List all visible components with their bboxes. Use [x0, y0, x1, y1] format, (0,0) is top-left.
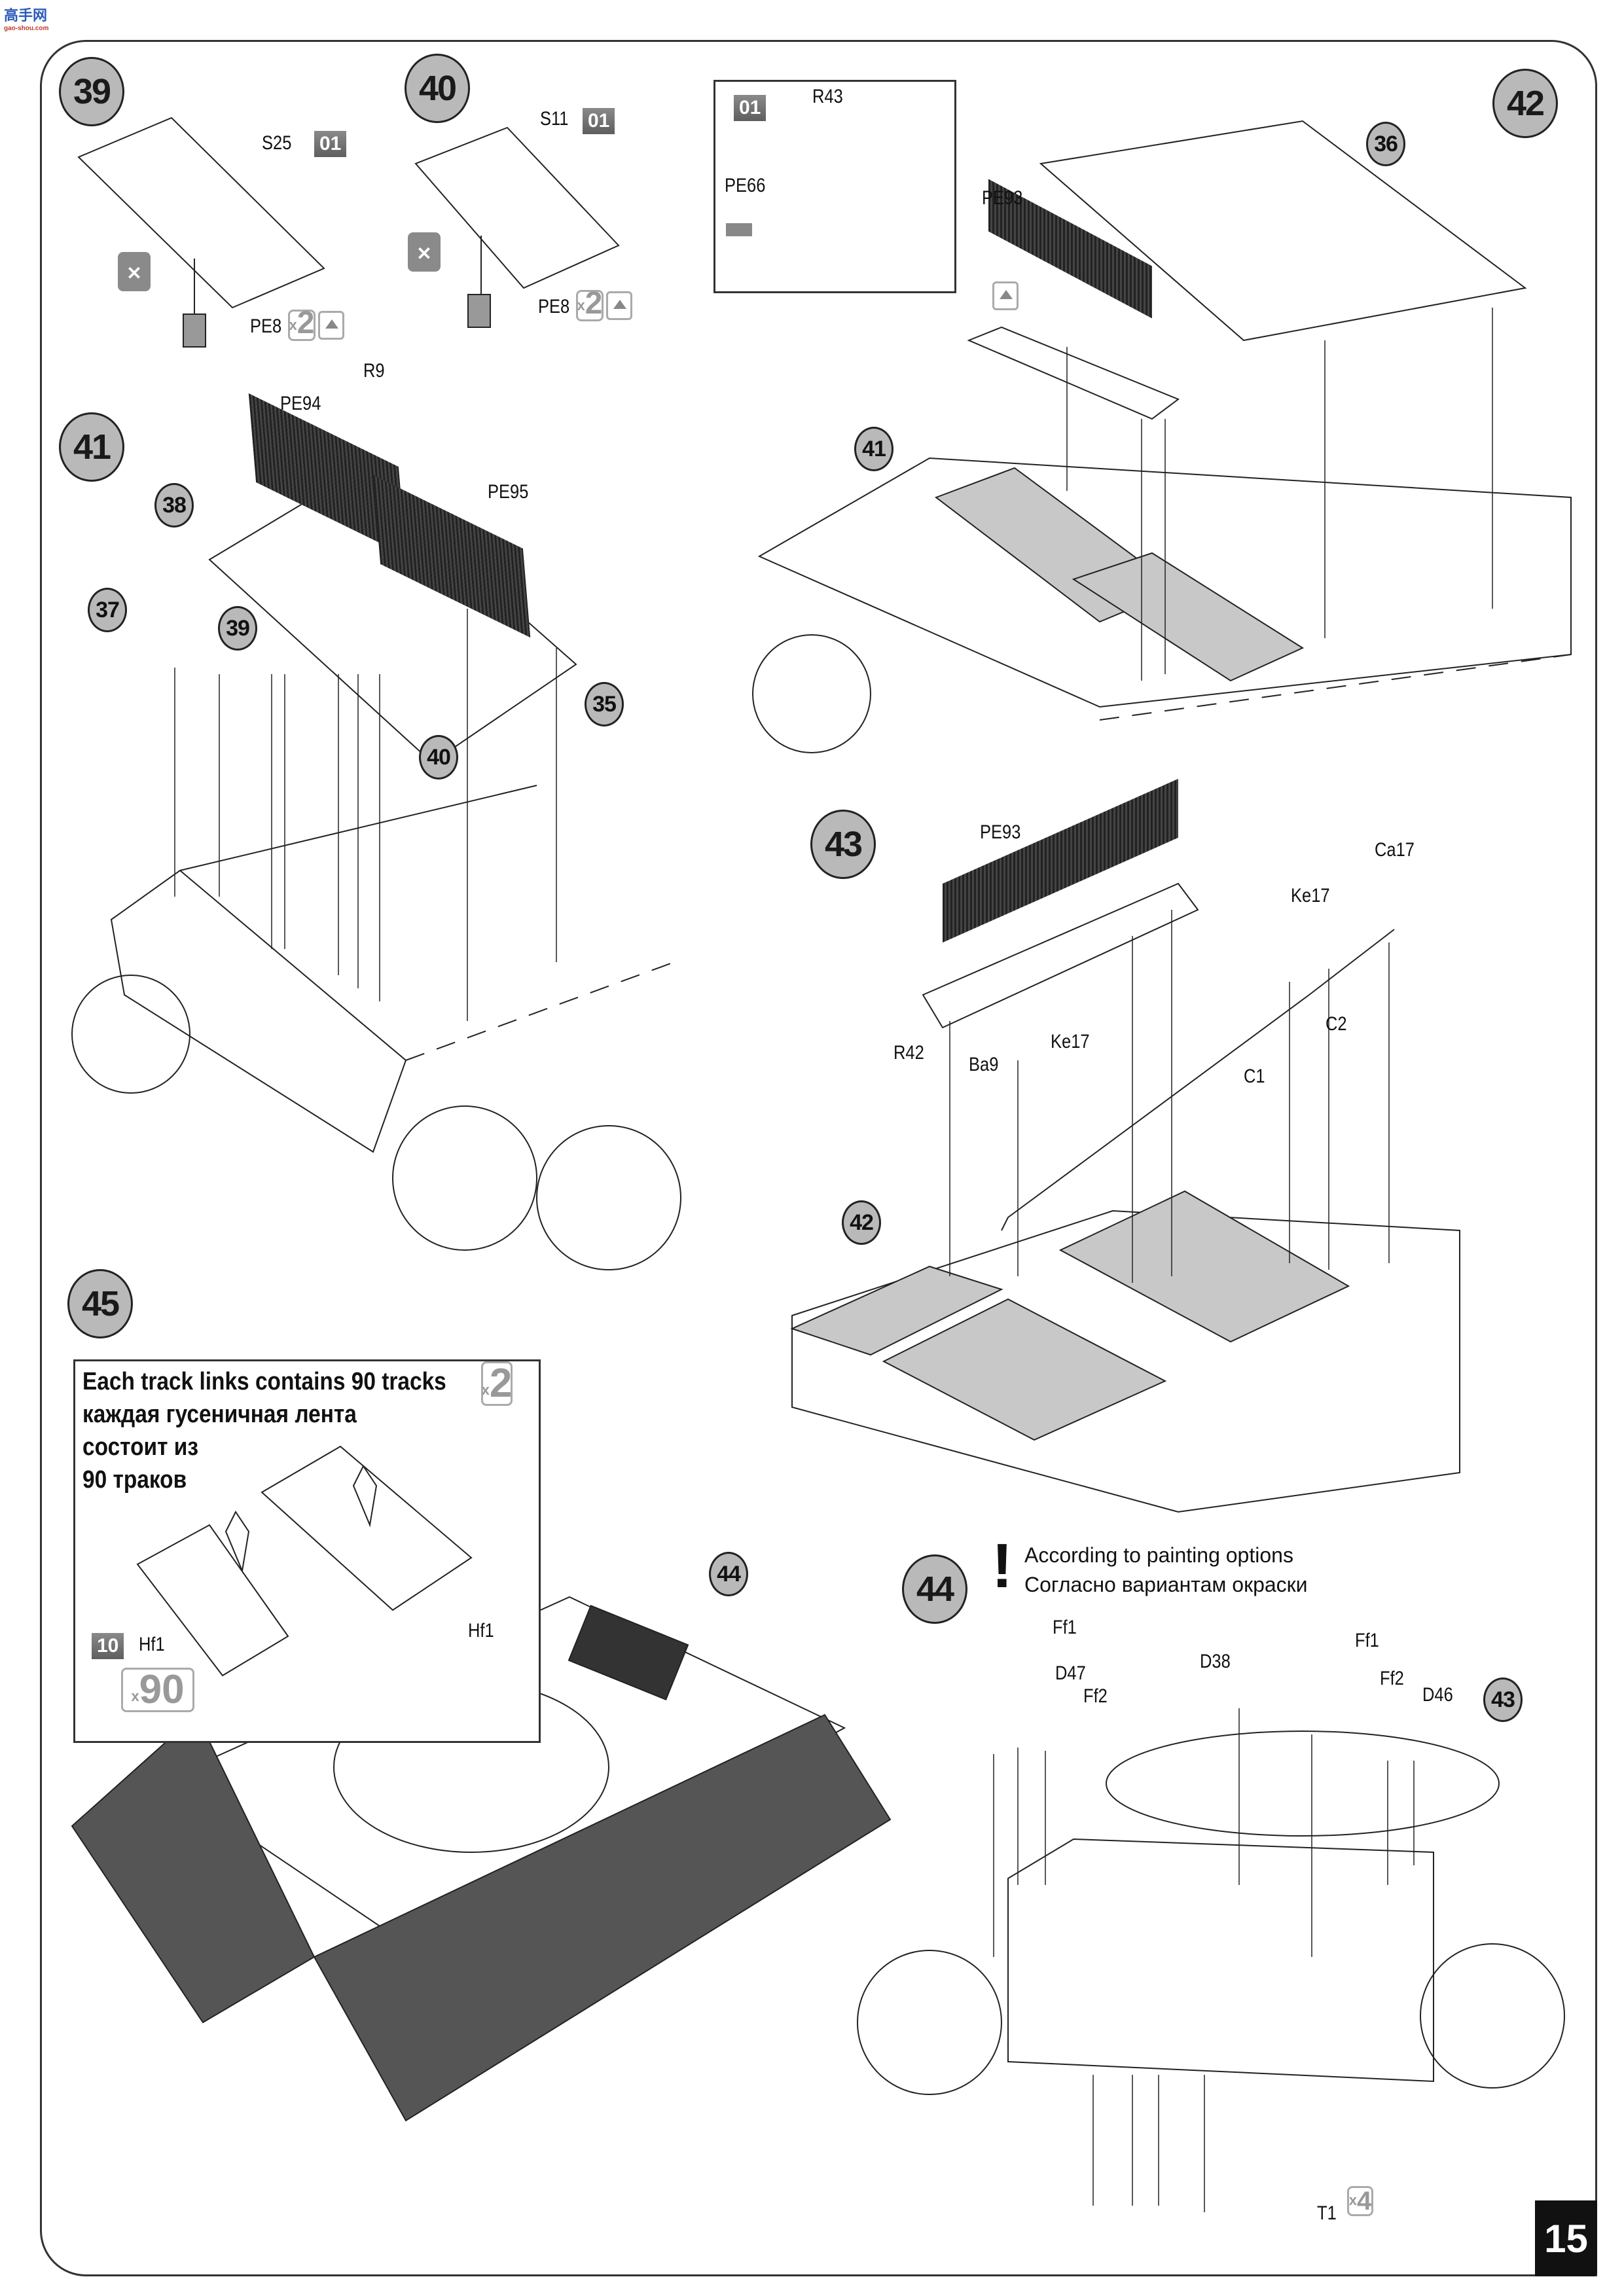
step-reference-badge: 40 [419, 735, 458, 780]
turret-ring-drawing [1106, 1731, 1500, 1837]
part-label-hf1: Hf1 [468, 1620, 494, 1641]
track-note-en: Each track links contains 90 tracks [82, 1368, 446, 1395]
hull-rear-drawing [1007, 1838, 1434, 2083]
pe66-part [726, 223, 752, 236]
track-note-ru-line3: 90 траков [82, 1466, 187, 1494]
hatch-panel-drawing [882, 1298, 1167, 1441]
step-number: 40 [405, 54, 470, 123]
page-frame [40, 40, 1597, 2276]
road-wheel-drawing [392, 1105, 537, 1251]
part-label-ke17: Ke17 [1051, 1031, 1090, 1052]
part-label-c1: C1 [1244, 1066, 1265, 1087]
part-label-s11: S11 [540, 108, 569, 130]
part-label-pe93: PE93 [980, 821, 1021, 843]
hatch-panel-drawing [790, 1265, 1003, 1356]
sprocket-drawing [752, 634, 871, 753]
part-label-pe94: PE94 [280, 393, 321, 414]
fold-up-icon [606, 291, 632, 320]
step-number: 44 [902, 1554, 967, 1624]
watermark-logo-text: 高手网 [4, 7, 48, 24]
idler-wheel-drawing [1420, 1943, 1565, 2089]
paint-code-badge: 01 [734, 95, 767, 121]
detail-inset: 01 R43 PE66 [713, 80, 956, 293]
part-s11-drawing [414, 126, 620, 289]
part-label-ff1: Ff1 [1053, 1617, 1077, 1638]
fold-up-icon [992, 281, 1019, 310]
engine-grille-drawing [568, 1605, 689, 1700]
part-label-d47: D47 [1055, 1662, 1086, 1684]
part-label-ff1: Ff1 [1355, 1630, 1379, 1651]
pe93-frame-drawing [967, 326, 1180, 420]
part-label-d38: D38 [1200, 1651, 1231, 1672]
part-label-hf1: Hf1 [139, 1634, 165, 1655]
hull-rear-drawing [110, 869, 407, 1153]
part-label-pe8: PE8 [250, 315, 282, 337]
sprocket-drawing [71, 975, 190, 1094]
notice-ru: Согласно вариантам окраски [1024, 1573, 1308, 1596]
part-label-ke17: Ke17 [1291, 885, 1330, 906]
part-label-r43: R43 [812, 86, 843, 107]
part-label-ff2: Ff2 [1083, 1685, 1108, 1707]
fold-up-icon [318, 311, 344, 340]
part-label-c2: C2 [1326, 1013, 1347, 1035]
part-label-pe8: PE8 [538, 296, 570, 317]
step-reference-badge: 39 [218, 606, 257, 651]
part-label-pe93: PE93 [982, 187, 1023, 209]
notice-en: According to painting options [1024, 1543, 1293, 1567]
c1-rail-drawing [1001, 929, 1395, 1231]
step-number: 42 [1492, 69, 1558, 138]
step-reference-badge: 41 [854, 427, 893, 471]
part-label-d46: D46 [1422, 1684, 1453, 1706]
paint-code-badge: 01 [314, 131, 347, 157]
part-label-ba9: Ba9 [969, 1054, 999, 1075]
paint-code-badge: 01 [583, 108, 615, 134]
part-label-r42: R42 [893, 1042, 924, 1064]
pe8-bracket-drawing [467, 294, 491, 328]
track-note-ru-line2: состоит из [82, 1433, 198, 1461]
step-reference-badge: 37 [88, 588, 127, 632]
part-s25-drawing [77, 117, 325, 309]
step-number: 41 [59, 412, 124, 482]
step-reference-badge: 44 [709, 1552, 748, 1596]
step-reference-badge: 36 [1366, 122, 1405, 166]
part-36-drawing [1039, 120, 1527, 342]
paint-code-badge: 10 [92, 1633, 124, 1659]
part-label-r9: R9 [363, 360, 385, 382]
r42-frame-drawing [922, 882, 1199, 1029]
page-number: 15 [1535, 2200, 1597, 2276]
step-number: 39 [59, 57, 124, 126]
part-label-s25: S25 [262, 132, 292, 154]
part-label-pe66: PE66 [725, 175, 766, 196]
step-reference-badge: 42 [842, 1200, 881, 1245]
step-number: 43 [810, 810, 876, 879]
road-wheel-drawing [536, 1125, 681, 1270]
part-label-pe95: PE95 [488, 481, 529, 503]
no-glue-icon: ✕ [118, 252, 151, 291]
step-number: 45 [67, 1269, 133, 1338]
track-drawing [313, 1713, 892, 2122]
part-label-ca17: Ca17 [1375, 839, 1415, 861]
part-label-t1: T1 [1317, 2202, 1337, 2224]
watermark-logo: 高手网 gao-shou.com [4, 4, 63, 32]
hatch-panel-drawing [1072, 552, 1305, 682]
pe8-bracket-drawing [183, 314, 206, 348]
step-reference-badge: 35 [585, 682, 624, 726]
part-label-ff2: Ff2 [1380, 1668, 1404, 1689]
watermark-site: gao-shou.com [4, 25, 49, 32]
no-glue-icon: ✕ [408, 232, 441, 272]
step-reference-badge: 43 [1483, 1677, 1523, 1722]
notice-mark: ! [992, 1531, 1013, 1601]
step-reference-badge: 38 [154, 483, 194, 528]
idler-wheel-drawing [857, 1950, 1002, 2095]
track-note-ru-line1: каждая гусеничная лента [82, 1401, 357, 1428]
